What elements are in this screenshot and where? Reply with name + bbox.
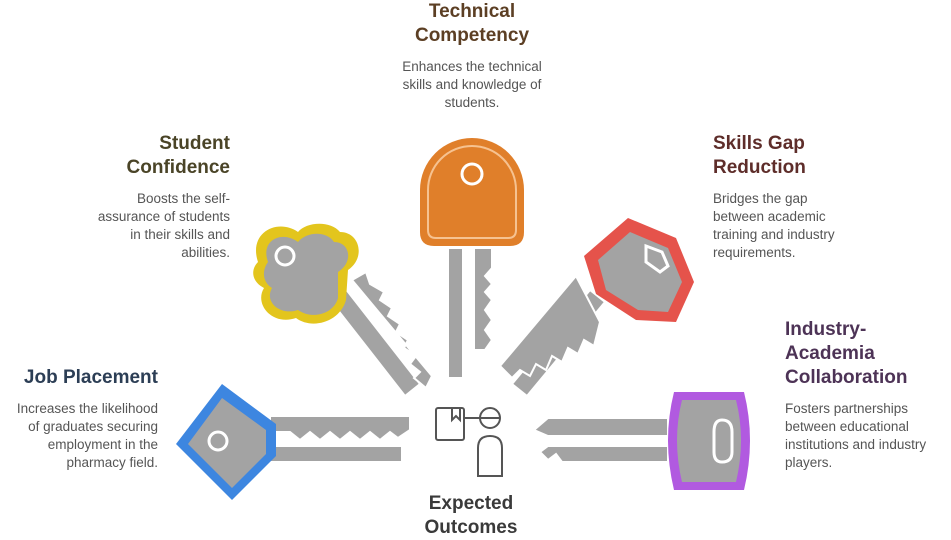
job-desc: Increases the likelihood of graduates se… (0, 400, 158, 472)
technical-title-line2: Competency (414, 25, 530, 46)
industry-block: Industry- Academia Collaboration Fosters… (785, 318, 950, 472)
industry-desc-line: players. (785, 455, 833, 470)
center-title-line1: Expected (428, 493, 514, 514)
technical-desc-line: skills and knowledge of (402, 77, 542, 92)
job-desc-line: of graduates securing (28, 419, 158, 434)
industry-title: Industry- Academia Collaboration (785, 318, 950, 390)
center-title-line2: Outcomes (424, 517, 518, 538)
confidence-desc-line: in their skills and (130, 227, 230, 242)
key-confidence (253, 223, 434, 398)
industry-desc-line: institutions and industry (785, 437, 927, 452)
key-industry (532, 392, 750, 490)
skills-desc-line: Bridges the gap (713, 191, 808, 206)
confidence-desc-line: abilities. (181, 245, 230, 260)
technical-title: Technical Competency (362, 0, 582, 48)
technical-desc: Enhances the technical skills and knowle… (362, 58, 582, 112)
confidence-title: Student Confidence (60, 132, 230, 180)
skills-block: Skills Gap Reduction Bridges the gap bet… (713, 132, 913, 262)
key-technical (420, 138, 524, 379)
technical-desc-line: Enhances the technical (402, 59, 542, 74)
job-title-line1: Job Placement (23, 367, 158, 388)
industry-title-line1: Industry- (785, 319, 867, 340)
confidence-desc: Boosts the self- assurance of students i… (60, 190, 230, 262)
industry-title-line2: Academia (785, 343, 875, 364)
technical-block: Technical Competency Enhances the techni… (362, 0, 582, 112)
industry-desc-line: between educational (785, 419, 909, 434)
job-title: Job Placement (0, 366, 158, 390)
center-block: Expected Outcomes (381, 492, 561, 540)
industry-desc: Fosters partnerships between educational… (785, 400, 950, 472)
job-desc-line: employment in the (47, 437, 158, 452)
skills-desc-line: requirements. (713, 245, 796, 260)
job-desc-line: Increases the likelihood (16, 401, 158, 416)
industry-title-line3: Collaboration (785, 367, 908, 388)
confidence-title-line1: Student (159, 133, 230, 154)
technical-desc-line: students. (444, 95, 500, 110)
key-skills (498, 218, 694, 398)
skills-desc-line: between academic (713, 209, 826, 224)
skills-title: Skills Gap Reduction (713, 132, 913, 180)
key-job (176, 384, 411, 500)
confidence-desc-line: Boosts the self- (136, 191, 230, 206)
worker-with-box-icon (435, 407, 503, 477)
job-desc-line: pharmacy field. (66, 455, 158, 470)
center-title: Expected Outcomes (381, 492, 561, 540)
job-block: Job Placement Increases the likelihood o… (0, 366, 158, 472)
skills-title-line1: Skills Gap (713, 133, 805, 154)
technical-title-line1: Technical (428, 1, 516, 22)
industry-desc-line: Fosters partnerships (785, 401, 909, 416)
skills-desc: Bridges the gap between academic trainin… (713, 190, 913, 262)
skills-desc-line: training and industry (713, 227, 835, 242)
confidence-block: Student Confidence Boosts the self- assu… (60, 132, 230, 262)
confidence-desc-line: assurance of students (97, 209, 230, 224)
skills-title-line2: Reduction (713, 157, 806, 178)
confidence-title-line2: Confidence (126, 157, 230, 178)
